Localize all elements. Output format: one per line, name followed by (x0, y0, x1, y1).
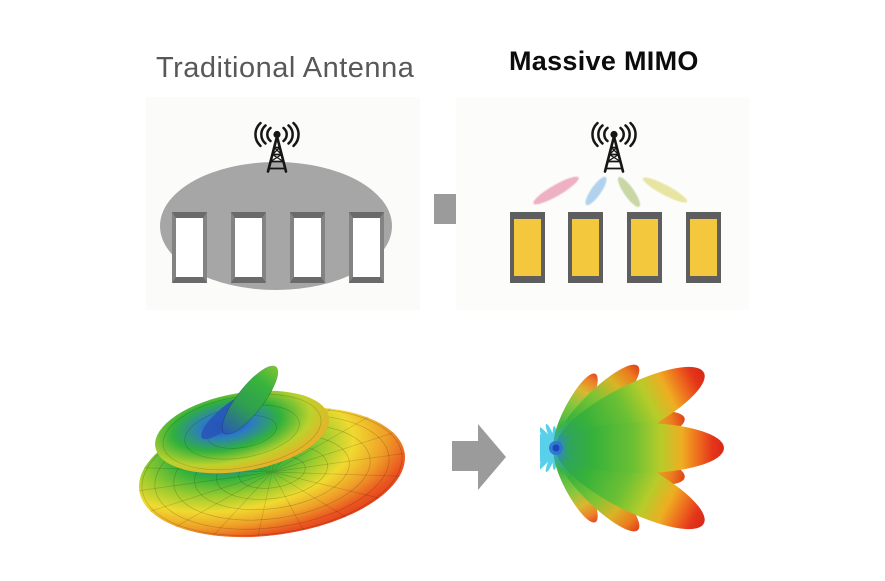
phone-icon (349, 212, 384, 283)
right-arrow-icon (452, 424, 506, 490)
antenna-tower-icon (254, 121, 300, 173)
phone-icon (172, 212, 207, 283)
antenna-tower-icon (591, 121, 637, 173)
mimo-beamforming-pattern-3d (540, 364, 724, 532)
phone-icon (290, 212, 325, 283)
phone-icon (231, 212, 266, 283)
phone-icon (568, 212, 603, 283)
phone-icon (686, 212, 721, 283)
left-column-title: Traditional Antenna (156, 52, 415, 84)
phone-icon (510, 212, 545, 283)
traditional-radiation-pattern-3d (139, 365, 405, 538)
right-column-title: Massive MIMO (509, 46, 699, 76)
phone-icon (627, 212, 662, 283)
